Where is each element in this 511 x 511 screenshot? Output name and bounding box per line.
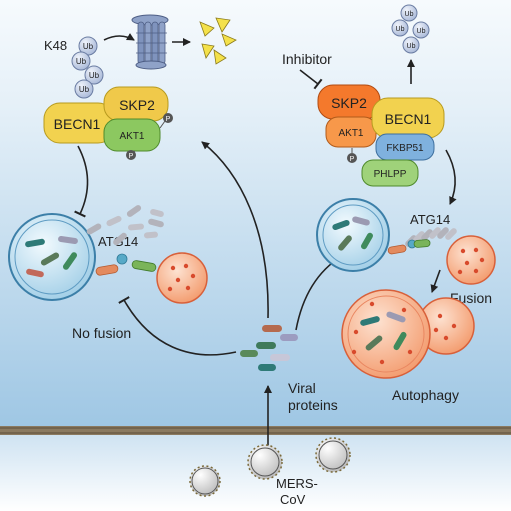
akt1-protein-left: AKT1 [103,118,161,152]
mers-cov-virion-2 [247,444,283,480]
arrow-viral-to-left-complex [201,141,269,319]
ubiquitin-label: Ub [89,71,100,80]
viral-proteins-cluster [240,325,298,371]
becn1-protein-right: BECN1 [371,97,445,139]
viral-proteins-label-line-1: Viral [288,380,316,396]
k48-ubiquitin-chain: K48 Ub Ub Ub Ub [44,36,104,99]
mers-cov-virion-3 [315,437,351,473]
lysosome-right [446,235,496,285]
k48-label: K48 [44,38,67,53]
ubiquitin-r1: Ub [400,4,418,22]
inhibitor-label: Inhibitor [282,51,332,67]
becn1-label-right: BECN1 [385,111,432,127]
akt1-protein-right: AKT1 [325,116,377,148]
no-fusion-label: No fusion [72,325,131,341]
ubiquitin-label: Ub [83,42,94,51]
snare-complex-right [387,239,431,255]
ubiquitin-3: Ub [84,65,104,85]
ubiquitin-4: Ub [74,79,94,99]
plasma-membrane [0,426,511,435]
phosphate-label: P [129,153,134,160]
atg14-cluster-left: ATG14 [86,205,164,249]
released-ubiquitin-chain: Ub Ub Ub Ub [391,4,430,54]
proteasome-icon [131,14,169,70]
autophagy-label: Autophagy [392,387,459,403]
atg14-label-right: ATG14 [410,212,450,227]
left-skp2-becn1-akt1-complex: BECN1 SKP2 AKT1 P P [43,86,173,160]
inhibition-viral-to-left-fusion [118,296,237,356]
ubiquitin-label: Ub [79,85,90,94]
inhibition-by-inhibitor [299,69,323,90]
arrow-right-complex-to-atg14 [445,149,457,205]
ubiquitin-label: Ub [76,57,87,66]
fkbp51-protein: FKBP51 [375,133,435,161]
mers-cov-label-line-2: CoV [280,492,306,507]
ubiquitin-r3: Ub [412,21,430,39]
autolysosome [341,289,475,379]
degraded-peptide-fragments-icon [199,17,237,65]
mers-cov-label: MERS- CoV [276,476,322,507]
phosphate-label: P [166,116,171,123]
ubiquitin-2: Ub [71,51,91,71]
phosphate-2-left: P [126,150,136,160]
lysosome-left [156,252,208,304]
skp2-protein-left: SKP2 [103,86,169,122]
ubiquitin-r2: Ub [391,19,409,37]
skp2-label-left: SKP2 [119,97,155,113]
becn1-protein-left: BECN1 [43,102,115,144]
snare-blocked-left [95,253,157,276]
phlpp-label: PHLPP [374,169,407,180]
phosphate-label: P [350,156,355,163]
autophagosome-right [316,198,390,272]
phosphate-1-left: P [159,113,173,129]
viral-proteins-label-line-2: proteins [288,397,338,413]
ubiquitin-label: Ub [407,43,416,50]
phlpp-protein: PHLPP [361,159,419,187]
akt1-label-right: AKT1 [338,128,363,139]
arrow-to-proteasome [103,33,135,41]
phosphate-right: P [347,148,357,163]
arrow-to-fusion [430,269,441,293]
autophagosome-left [8,213,96,301]
akt1-label-left: AKT1 [119,131,144,142]
ubiquitin-label: Ub [405,11,414,18]
ubiquitin-label: Ub [417,28,426,35]
mers-cov-label-line-1: MERS- [276,476,318,491]
right-skp2-becn1-complex: SKP2 AKT1 BECN1 FKBP51 PHLPP P [317,84,445,187]
ubiquitin-label: Ub [396,26,405,33]
viral-proteins-label: Viral proteins [288,380,338,413]
becn1-label-left: BECN1 [54,116,101,132]
skp2-protein-right: SKP2 [317,84,381,120]
inhibition-arrow-left-complex [74,145,89,218]
mers-cov-virion-1 [189,465,221,497]
skp2-label-right: SKP2 [331,95,367,111]
fkbp51-label: FKBP51 [386,143,424,154]
ubiquitin-r4: Ub [402,36,420,54]
